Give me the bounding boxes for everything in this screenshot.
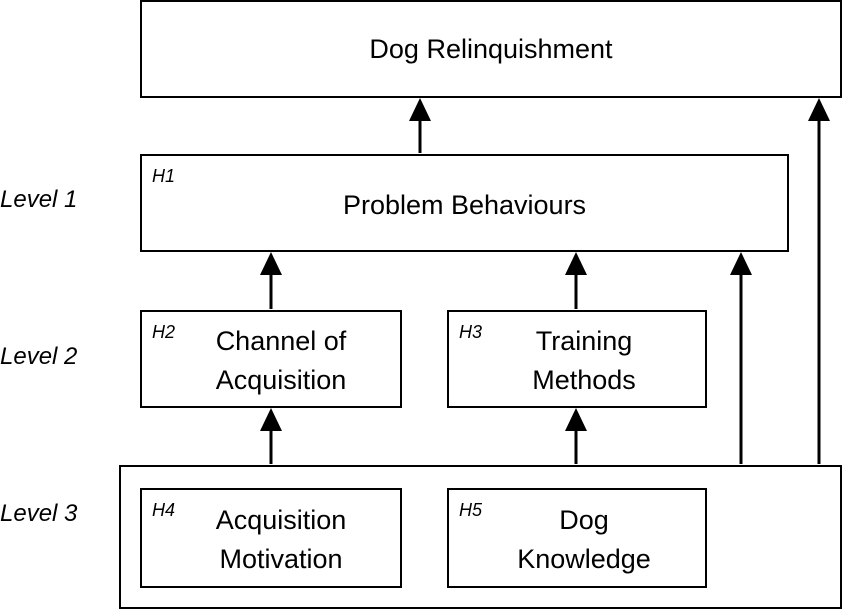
- arrow-level3-to-relinquishment: [808, 98, 830, 464]
- arrow-h3-to-h1: [565, 252, 587, 309]
- channel-line-1: Channel of: [215, 326, 347, 356]
- channel-line-2: Acquisition: [215, 365, 347, 395]
- level-1-label: Level 1: [0, 186, 78, 213]
- acquisition-motivation-box: H4 Acquisition Motivation: [140, 488, 402, 588]
- dog-relinquishment-box: Dog Relinquishment: [140, 0, 842, 98]
- knowledge-line-2: Knowledge: [517, 544, 651, 574]
- arrow-h2-to-h1: [260, 252, 282, 309]
- training-methods-box: H3 Training Methods: [447, 310, 707, 408]
- dog-knowledge-box: H5 Dog Knowledge: [447, 488, 707, 588]
- channel-of-acquisition-box: H2 Channel of Acquisition: [140, 310, 402, 408]
- arrow-level3-to-h2: [260, 408, 282, 464]
- arrow-level3-to-h3: [565, 408, 587, 464]
- motivation-line-1: Acquisition: [215, 505, 347, 535]
- problem-behaviours-title: Problem Behaviours: [342, 190, 587, 220]
- h4-tag: H4: [152, 500, 176, 520]
- motivation-line-2: Motivation: [219, 544, 343, 574]
- problem-behaviours-box: H1 Problem Behaviours: [140, 154, 789, 252]
- h1-tag: H1: [152, 166, 176, 186]
- arrow-h1-to-relinquishment: [409, 98, 431, 153]
- training-line-2: Methods: [532, 365, 636, 395]
- h5-tag: H5: [459, 500, 483, 520]
- h2-tag: H2: [152, 322, 176, 342]
- h3-tag: H3: [459, 322, 483, 342]
- dog-relinquishment-title: Dog Relinquishment: [369, 34, 613, 64]
- arrow-level3-to-h1: [730, 252, 752, 464]
- knowledge-line-1: Dog: [559, 505, 609, 535]
- level-3-label: Level 3: [0, 500, 78, 527]
- training-line-1: Training: [535, 326, 633, 356]
- level-2-label: Level 2: [0, 343, 78, 370]
